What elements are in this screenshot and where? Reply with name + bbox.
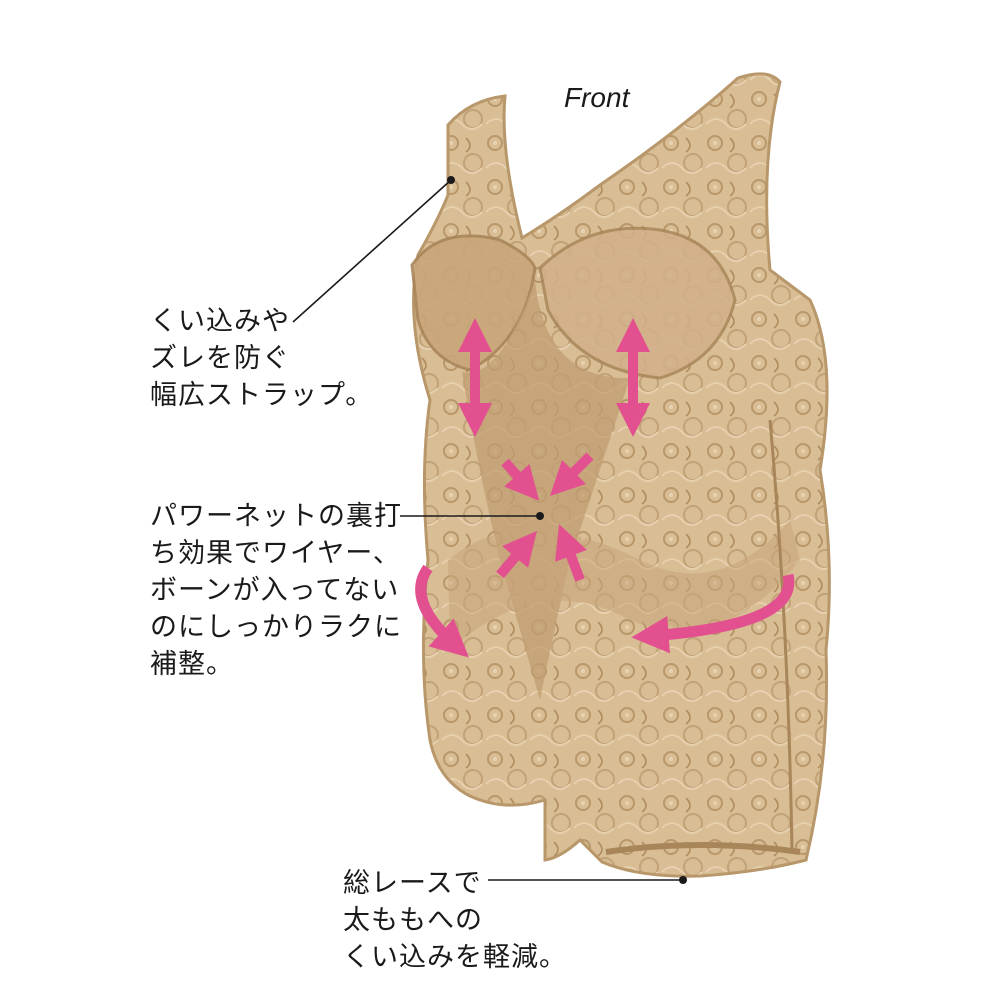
view-label: Front — [564, 82, 630, 113]
inward-arrow-3 — [496, 530, 537, 579]
callout-dot — [679, 876, 687, 884]
callout-line: 補整。 — [150, 649, 234, 680]
strap-leader-line — [292, 179, 452, 323]
left-cup — [410, 234, 537, 372]
callout-line: 幅広ストラップ。 — [150, 380, 374, 411]
callout-line: パワーネットの裏打 — [150, 501, 402, 532]
inward-arrow-1 — [501, 458, 540, 501]
pink-shaping-arrows — [415, 317, 795, 658]
inward-arrow-4 — [555, 524, 587, 582]
callout-line: のにしっかりラクに — [150, 612, 402, 643]
side-seam — [768, 419, 794, 851]
callout-line: 総レースで — [343, 868, 482, 899]
wrap-arrow-right — [631, 573, 795, 654]
callout-line: ち効果でワイヤー、 — [150, 538, 401, 569]
callout-line: ズレを防ぐ — [150, 343, 290, 374]
strap-callout: くい込みや ズレを防ぐ 幅広ストラップ。 — [150, 303, 373, 414]
callout-line: ボーンが入ってない — [150, 575, 400, 606]
leg-hem — [605, 842, 801, 855]
inward-arrow-2 — [549, 452, 594, 497]
callout-line: くい込みを軽減。 — [343, 942, 567, 973]
callout-line: 太ももへの — [343, 905, 483, 936]
lace-callout: 総レースで 太ももへの くい込みを軽減。 — [343, 865, 567, 976]
right-cup — [538, 226, 737, 380]
callout-dot — [447, 176, 455, 184]
powernet-panel — [462, 280, 630, 700]
callout-leaders — [292, 176, 687, 884]
callout-line: くい込みや — [150, 306, 290, 337]
wrap-arrow-left — [415, 564, 469, 658]
powernet-callout: パワーネットの裏打 ち効果でワイヤー、 ボーンが入ってない のにしっかりラクに … — [150, 498, 402, 683]
bodysuit — [410, 72, 831, 878]
callout-dot — [536, 512, 544, 520]
bodysuit-shape — [412, 72, 831, 878]
